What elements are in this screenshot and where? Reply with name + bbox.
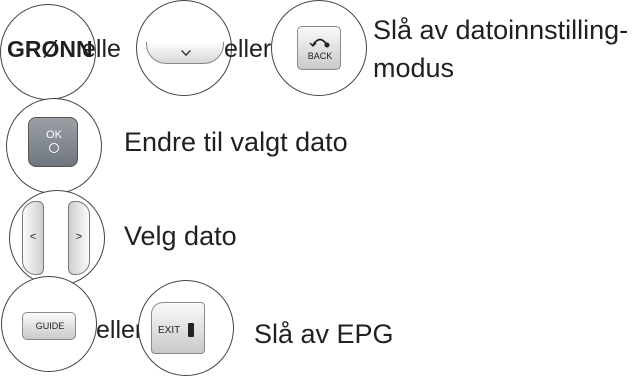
description-change-date: Endre til valgt dato bbox=[124, 127, 348, 157]
or-text-2: eller bbox=[224, 35, 272, 63]
green-button-label[interactable]: GRØNN bbox=[7, 36, 93, 62]
description-select-date: Velg dato bbox=[124, 221, 237, 251]
chevron-down-icon bbox=[181, 46, 191, 56]
or-text-3: eller bbox=[96, 316, 144, 344]
exit-button[interactable]: EXIT bbox=[151, 302, 205, 354]
right-button[interactable]: > bbox=[68, 201, 90, 275]
right-arrow-icon: > bbox=[75, 231, 83, 243]
ok-dot-icon bbox=[49, 143, 59, 153]
guide-button[interactable]: GUIDE bbox=[22, 312, 76, 340]
ok-label: OK bbox=[46, 129, 62, 141]
description-exit-date-setting-line2: modus bbox=[373, 53, 455, 83]
exit-label: EXIT bbox=[158, 325, 181, 336]
back-button[interactable]: BACK bbox=[297, 26, 341, 70]
guide-label: GUIDE bbox=[35, 321, 65, 331]
green-button-circle bbox=[0, 4, 96, 100]
ok-button[interactable]: OK bbox=[28, 117, 78, 167]
description-exit-epg: Slå av EPG bbox=[254, 319, 394, 349]
left-arrow-icon: < bbox=[29, 231, 37, 243]
description-exit-date-setting: Slå av datoinnstilling- bbox=[373, 15, 629, 45]
back-arrow-icon bbox=[309, 38, 330, 48]
exit-door-icon bbox=[188, 323, 194, 337]
left-button[interactable]: < bbox=[22, 201, 44, 275]
down-button[interactable] bbox=[146, 42, 224, 64]
back-label: BACK bbox=[307, 51, 333, 61]
or-text-1: elle bbox=[82, 35, 121, 63]
